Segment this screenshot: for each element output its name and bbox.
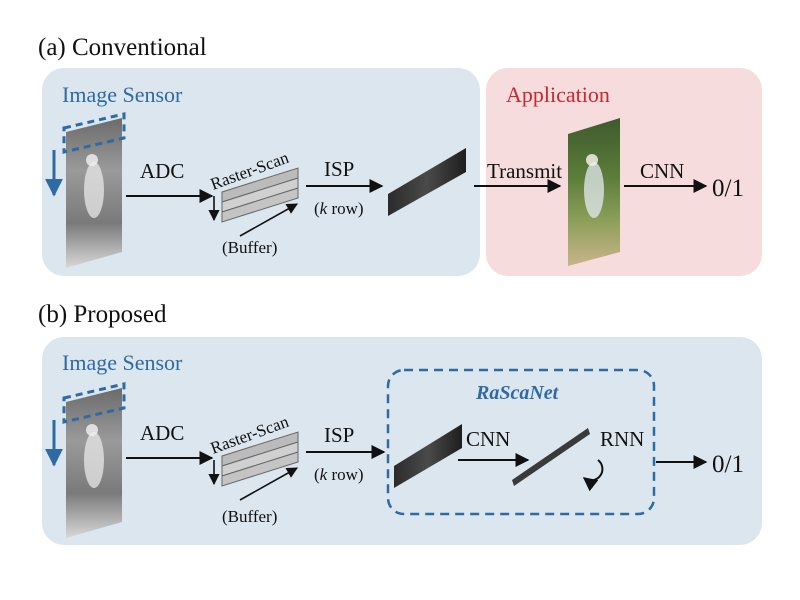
sensor-panel-a <box>42 68 480 276</box>
section-a-title: (a) Conventional <box>38 34 207 61</box>
sensor-title-b: Image Sensor <box>62 350 183 375</box>
raster-strips-a <box>221 167 299 223</box>
section-b-title: (b) Proposed <box>38 301 167 328</box>
raster-diagonal-arrow-a <box>239 203 298 237</box>
adc-label-a: ADC <box>140 159 184 183</box>
raster-strips-b <box>221 431 299 487</box>
raster-diagonal-arrow-b <box>239 467 298 501</box>
cnn-label-a: CNN <box>640 159 684 183</box>
output-label-b: 0/1 <box>712 451 744 478</box>
output-label-a: 0/1 <box>712 175 744 202</box>
buffer-label-b: (Buffer) <box>222 507 277 526</box>
adc-label-b: ADC <box>140 421 184 445</box>
transmit-label: Transmit <box>487 159 562 183</box>
rnn-label-b: RNN <box>600 427 644 451</box>
isp-strip-b <box>394 424 462 488</box>
sensor-image-a <box>62 112 126 268</box>
rascanet-box <box>386 368 656 516</box>
k-row-label-b: (k row) <box>314 465 364 484</box>
cnn-label-b: CNN <box>466 427 510 451</box>
k-row-label-a: (k row) <box>314 199 364 218</box>
isp-label-a: ISP <box>324 157 354 181</box>
isp-strip-a <box>388 148 466 216</box>
application-panel <box>486 68 762 276</box>
isp-label-b: ISP <box>324 423 354 447</box>
sensor-image-b <box>62 382 126 538</box>
application-title: Application <box>506 82 610 107</box>
rascanet-label: RaScaNet <box>475 382 560 404</box>
rnn-loop-arrow <box>582 459 604 492</box>
application-image <box>568 118 620 266</box>
buffer-label-a: (Buffer) <box>222 238 277 257</box>
sensor-panel-b <box>42 337 762 545</box>
feature-strip-b <box>512 428 590 486</box>
sensor-title-a: Image Sensor <box>62 82 183 107</box>
